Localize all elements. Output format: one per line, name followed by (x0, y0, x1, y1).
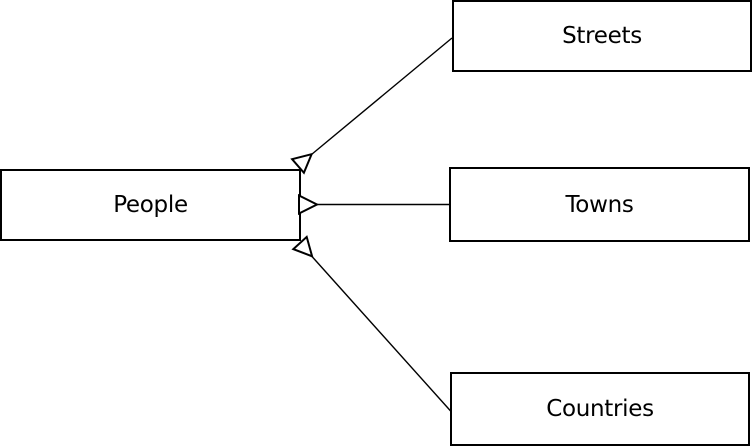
edge-line-countries-people (311, 256, 453, 413)
edge-line-streets-people (311, 37, 453, 156)
node-streets: Streets (452, 0, 752, 72)
node-people: People (0, 169, 301, 241)
node-towns: Towns (449, 167, 750, 242)
node-countries: Countries (450, 372, 750, 446)
generalization-arrowhead-towns (298, 193, 320, 216)
